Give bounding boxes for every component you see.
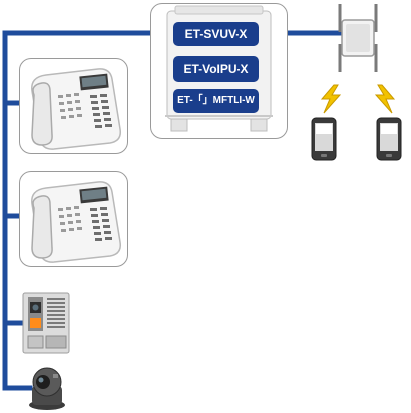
network-camera-icon (29, 367, 65, 410)
wireless-access-point-icon (338, 4, 378, 72)
ip-phone-icon (31, 181, 122, 263)
lightning-icon (374, 84, 396, 114)
ip-phone-icon (31, 68, 122, 150)
module-voipu: ET-VoIPU-X (173, 56, 259, 82)
module-mftli: ET-「」MFTLI-W (173, 89, 259, 113)
smartphone-icon (376, 117, 402, 161)
smartphone-icon (311, 117, 337, 161)
ip-phone-panel-1 (19, 58, 128, 154)
main-unit-panel: ET-SVUV-X ET-VoIPU-X ET-「」MFTLI-W (150, 3, 288, 139)
lightning-icon (320, 84, 342, 114)
door-intercom-icon (22, 292, 70, 354)
module-svuv: ET-SVUV-X (173, 22, 259, 46)
ip-phone-panel-2 (19, 171, 128, 267)
